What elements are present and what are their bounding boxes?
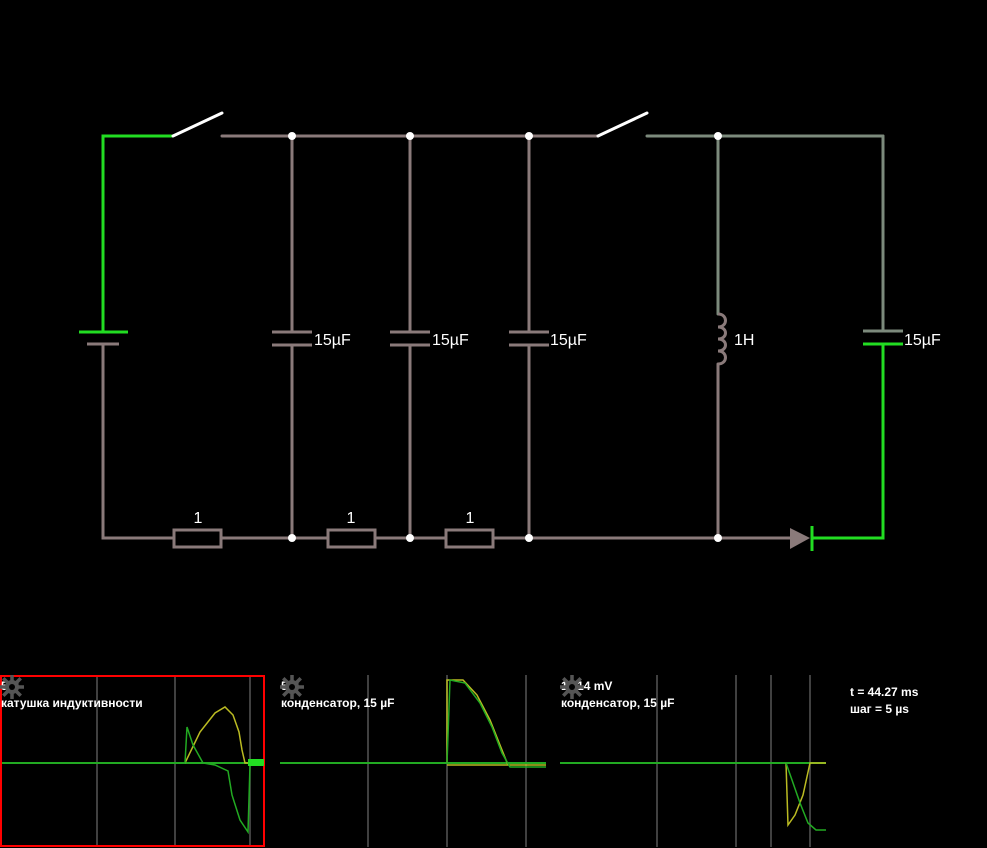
scope-2-plot <box>280 675 546 847</box>
scope-3-trace-b <box>785 762 826 831</box>
scope-1-plot <box>0 675 265 847</box>
wire-diode-cap[interactable] <box>811 342 885 540</box>
gear-icon[interactable] <box>0 675 24 699</box>
diode[interactable] <box>790 526 814 551</box>
resistor-2[interactable] <box>326 528 377 549</box>
gear-icon[interactable] <box>560 675 584 699</box>
scope-3-name: конденсатор, 15 µF <box>561 696 675 710</box>
scope-1-trace-current <box>184 726 264 835</box>
switch-right[interactable] <box>596 111 649 138</box>
capacitor-4[interactable] <box>863 329 903 346</box>
scope-2-trace-a <box>446 679 509 766</box>
resistor-3-label: 1 <box>466 510 475 527</box>
resistor-2-label: 1 <box>347 510 356 527</box>
sim-step: шаг = 5 µs <box>850 702 909 716</box>
capacitor-1-label: 15µF <box>314 332 351 349</box>
capacitor-1[interactable] <box>272 330 312 347</box>
capacitor-2-label: 15µF <box>432 332 469 349</box>
switch-left[interactable] <box>171 111 224 138</box>
battery[interactable] <box>79 330 128 346</box>
resistor-1[interactable] <box>172 528 223 549</box>
capacitor-3-label: 15µF <box>550 332 587 349</box>
inductor[interactable] <box>717 312 727 366</box>
scope-3-plot <box>560 675 826 847</box>
capacitor-4-label: 15µF <box>904 332 941 349</box>
junction-nodes <box>288 132 722 542</box>
gear-icon[interactable] <box>280 675 304 699</box>
inductor-label: 1H <box>734 332 754 349</box>
simulation-info: t = 44.27 ms шаг = 5 µs <box>850 684 918 718</box>
resistor-1-label: 1 <box>194 510 203 527</box>
scope-capacitor-1[interactable]: 5 V конденсатор, 15 µF <box>280 675 546 847</box>
scope-2-name: конденсатор, 15 µF <box>281 696 395 710</box>
scope-2-trace-b <box>446 679 546 768</box>
capacitor-2[interactable] <box>390 330 430 347</box>
wire-battery-top[interactable] <box>101 134 174 334</box>
scope-3-trace-a <box>785 762 826 828</box>
circuit-diagram: 15µF 15µF 15µF 1H 15µF 1 1 1 <box>79 111 941 551</box>
sim-time: t = 44.27 ms <box>850 685 919 699</box>
capacitor-3[interactable] <box>509 330 549 347</box>
scope-inductor[interactable]: 5 V катушка индуктивности <box>0 675 265 847</box>
scope-1-trace-voltage <box>184 706 263 764</box>
wire-battery-bottom[interactable] <box>101 342 174 540</box>
resistor-3[interactable] <box>444 528 495 549</box>
scope-1-name: катушка индуктивности <box>1 696 143 710</box>
scope-capacitor-2[interactable]: 1.114 mV конденсатор, 15 µF <box>560 675 826 847</box>
